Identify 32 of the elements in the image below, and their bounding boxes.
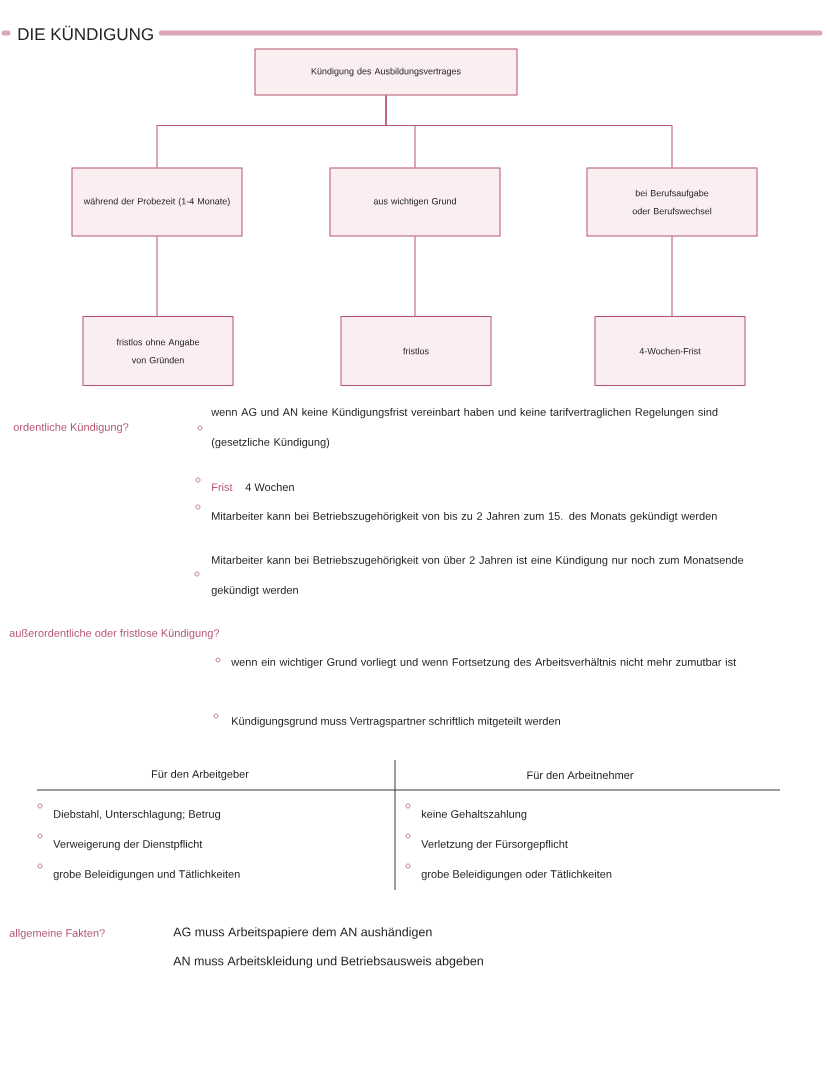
connector bbox=[385, 95, 673, 168]
note-text: Für den Arbeitgeber bbox=[152, 769, 249, 781]
note-text: Verletzung der Fürsorgepflicht bbox=[421, 839, 568, 851]
box: aus wichtigen Grund bbox=[329, 167, 501, 237]
box: bei Berufsaufgabe oder Berufswechsel bbox=[586, 167, 758, 237]
note-text: außerordentliche oder fristlose Kündigung? bbox=[9, 628, 220, 640]
connector bbox=[156, 236, 158, 317]
note-text: wenn ein wichtiger Grund vorliegt und wenn Fortsetzung des Arbeitsverhältnis nicht mehr zumutbar ist bbox=[231, 657, 737, 669]
note-text: keine Gehaltszahlung bbox=[421, 809, 527, 821]
note-text: ordentliche Kündigung? bbox=[13, 422, 129, 434]
note-text: Mitarbeiter kann bei Betriebszugehörigkeit von über 2 Jahren ist eine Kündigung nur noch zum Monatsende gekündigt werden bbox=[211, 555, 744, 597]
box: fristlos bbox=[340, 316, 492, 386]
note-text: 4 Wochen bbox=[245, 482, 294, 492]
note-text: wenn AG und AN keine Kündigungsfrist vereinbart haben und keine tarifvertraglichen Regelungen sind (gesetzliche Kündigung) bbox=[211, 407, 718, 449]
note-text: grobe Beleidigungen oder Tätlichkeiten bbox=[421, 869, 612, 881]
box: fristlos ohne Angabe von Gründen bbox=[82, 316, 234, 386]
note-text: Frist bbox=[212, 482, 233, 492]
note-text: Verweigerung der Dienstpflicht bbox=[53, 839, 203, 851]
note-text: AG muss Arbeitspapiere dem AN aushändigen bbox=[173, 927, 432, 939]
box: 4-Wochen-Frist bbox=[594, 316, 746, 386]
note-text: allgemeine Fakten? bbox=[9, 928, 105, 940]
box: Kündigung des Ausbildungsvertrages bbox=[254, 48, 518, 96]
title: DIE KÜNDIGUNG bbox=[18, 25, 153, 41]
connector bbox=[414, 236, 416, 317]
note-text: Diebstahl, Unterschlagung; Betrug bbox=[54, 809, 220, 821]
note-text: Kündigungsgrund muss Vertragspartner schriftlich mitgeteilt werden bbox=[232, 716, 560, 728]
note-text: AN muss Arbeitskleidung und Betriebsausweis abgeben bbox=[173, 956, 483, 968]
box: während der Probezeit (1-4 Monate) bbox=[71, 167, 243, 237]
note-text: Für den Arbeitnehmer bbox=[527, 771, 634, 780]
note-text: grobe Beleidigungen und Tätlichkeiten bbox=[53, 869, 240, 881]
connector bbox=[671, 236, 673, 317]
note-text: Mitarbeiter kann bei Betriebszugehörigkeit von bis zu 2 Jahren zum 15. des Monats gekündigt werden bbox=[212, 511, 717, 523]
